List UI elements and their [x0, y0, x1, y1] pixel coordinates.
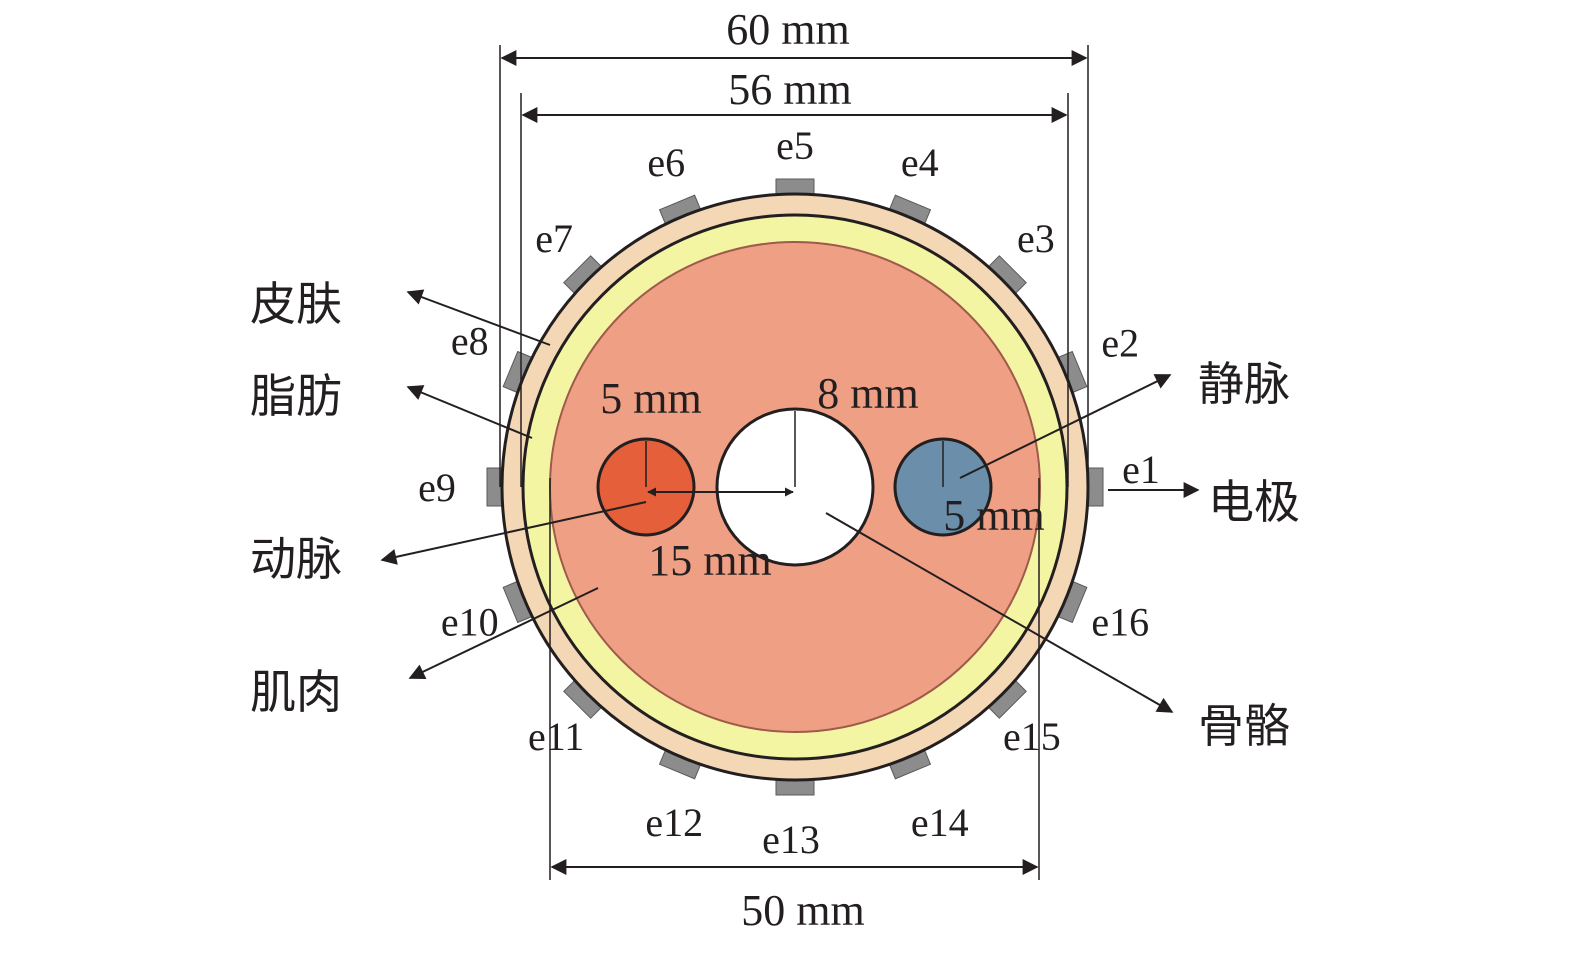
dim-offset-label: 15 mm [648, 536, 771, 585]
electrode-label-e3: e3 [1017, 216, 1055, 261]
electrode-label-e6: e6 [647, 140, 685, 185]
bone-leader [825, 512, 1174, 713]
dim-bone-label: 8 mm [817, 369, 918, 418]
skin-leader [406, 289, 551, 346]
dim-artery-label: 5 mm [600, 374, 701, 423]
skin-label: 皮肤 [250, 277, 342, 331]
dim-vein-label: 5 mm [943, 491, 1044, 540]
electrode-label-e7: e7 [535, 216, 573, 261]
electrode-label-e14: e14 [911, 800, 969, 845]
electrode-label-e2: e2 [1101, 320, 1139, 365]
muscle-leader [408, 587, 599, 679]
electrode-label: 电极 [1208, 475, 1300, 529]
fat-label: 脂肪 [250, 369, 342, 423]
vein-leader [959, 374, 1172, 479]
dim-muscle-label: 50 mm [741, 886, 864, 935]
electrode-label-e9: e9 [418, 465, 456, 510]
dim-fat-label: 56 mm [728, 65, 851, 114]
electrode-label-e16: e16 [1091, 600, 1149, 645]
electrode-label-e4: e4 [901, 140, 939, 185]
electrode-label-e15: e15 [1003, 714, 1061, 759]
electrode-label-e10: e10 [441, 600, 499, 645]
electrode-label-e5: e5 [776, 123, 814, 168]
bone-label: 骨骼 [1198, 699, 1290, 753]
fat-leader [406, 385, 533, 439]
electrode-label-e8: e8 [451, 318, 489, 363]
electrode-label-e12: e12 [645, 800, 703, 845]
electrode-label-group: e1 e2 e3 e4 e5 e6 e7 e8 e9 e10 e11 e12 e13 e14 e15 e16 [418, 123, 1160, 862]
electrode-label-e11: e11 [528, 714, 584, 759]
artery-label: 动脉 [250, 532, 342, 586]
artery-leader [380, 501, 647, 565]
dim-outer-label: 60 mm [726, 5, 849, 54]
vein-label: 静脉 [1198, 357, 1290, 411]
electrode-label-e13: e13 [762, 817, 820, 862]
electrode-label-e1: e1 [1122, 447, 1160, 492]
muscle-label: 肌肉 [250, 665, 342, 719]
